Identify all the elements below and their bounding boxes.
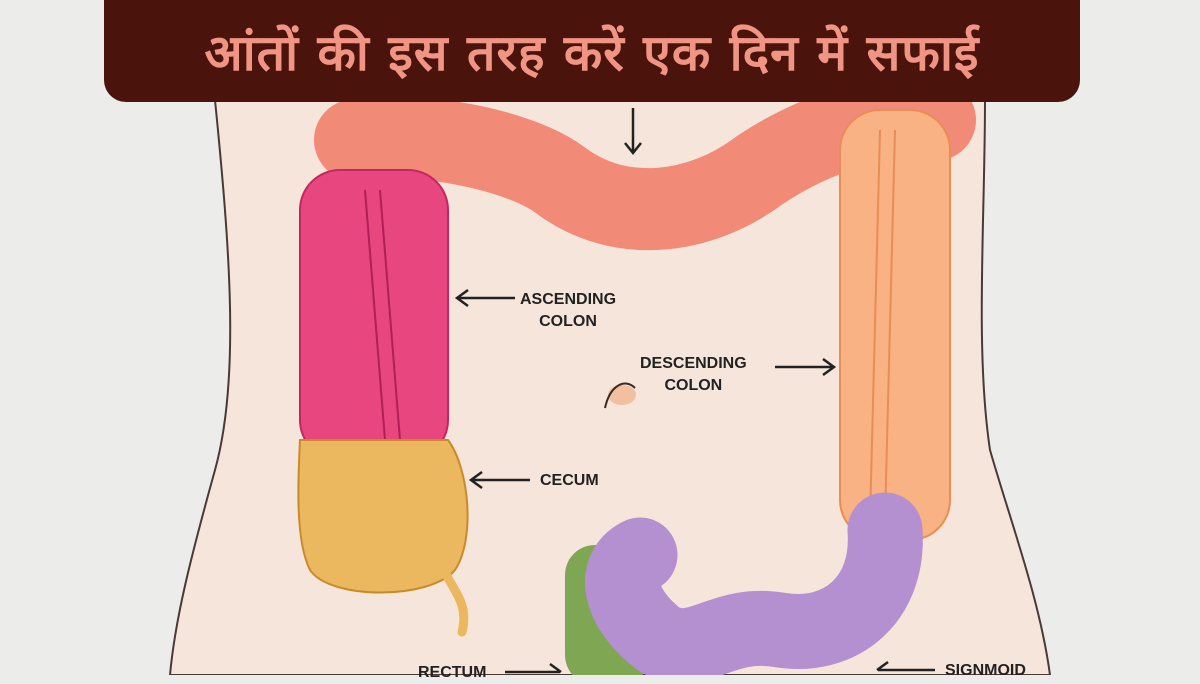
label-cecum: CECUM xyxy=(540,472,599,489)
label-descending-colon: DESCENDING COLON xyxy=(640,353,747,397)
page-title: आंतों की इस तरह करें एक दिन में सफाई xyxy=(104,0,1080,102)
navel-line xyxy=(604,382,636,409)
label-line: ASCENDING xyxy=(520,291,617,308)
cecum xyxy=(297,439,469,594)
label-ascending-colon: ASCENDING COLON xyxy=(520,289,616,333)
label-line: DESCENDING xyxy=(640,355,747,372)
appendix xyxy=(435,555,469,637)
sigmoid-colon xyxy=(585,492,923,675)
descending-colon xyxy=(839,109,951,541)
label-line: COLON xyxy=(539,313,597,330)
label-rectum: RECTUM xyxy=(418,664,487,681)
label-sigmoid: SIGNMOID xyxy=(945,662,1026,679)
label-line: COLON xyxy=(664,377,723,394)
navel xyxy=(608,385,636,405)
transverse-colon xyxy=(314,78,976,251)
pointer-arrows xyxy=(454,108,935,674)
